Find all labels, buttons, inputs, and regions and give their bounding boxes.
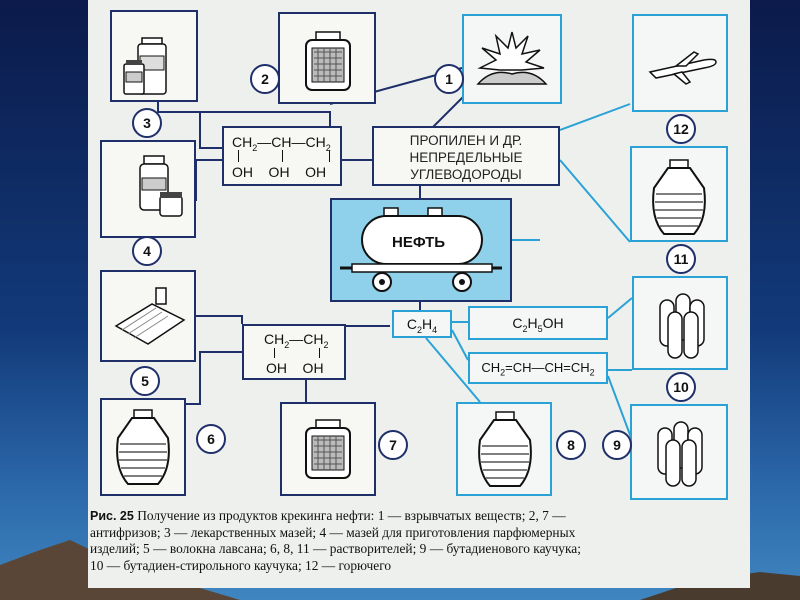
caption-line-1: Рис. 25 Получение из продуктов крекинга … bbox=[90, 508, 748, 525]
butadiene-box: CH2=CH—CH=CH2 bbox=[468, 352, 608, 384]
number-7: 7 bbox=[378, 430, 408, 460]
formula-sub: 2 bbox=[522, 323, 528, 334]
glycol-sub: 2 bbox=[284, 339, 290, 350]
figure-caption: Рис. 25 Получение из продуктов крекинга … bbox=[90, 508, 748, 574]
formula-part: C bbox=[512, 315, 523, 331]
formula-part: CH bbox=[481, 360, 501, 375]
caption-fig-label: Рис. 25 bbox=[90, 509, 134, 523]
propylene-box: ПРОПИЛЕН И ДР. НЕПРЕДЕЛЬНЫЕ УГЛЕВОДОРОДЫ bbox=[372, 126, 560, 186]
glycol-sub: 2 bbox=[323, 339, 329, 350]
formula-sub: 2 bbox=[500, 367, 506, 378]
caption-line-3: изделий; 5 — волокна лавсана; 6, 8, 11 —… bbox=[90, 541, 581, 556]
antifreeze-canister-icon bbox=[305, 419, 351, 479]
glycerol-bonds bbox=[238, 150, 330, 162]
oil-label: НЕФТЬ bbox=[392, 234, 446, 251]
propylene-line-3: УГЛЕВОДОРОДЫ bbox=[410, 167, 522, 182]
propylene-line-2: НЕПРЕДЕЛЬНЫЕ bbox=[409, 150, 523, 165]
explosion-icon bbox=[476, 31, 548, 85]
ethanol-box: C2H5OH bbox=[468, 306, 608, 340]
tank-car-icon bbox=[340, 207, 502, 292]
number-10: 10 bbox=[666, 372, 696, 402]
medicine-bottles-icon bbox=[123, 37, 167, 95]
fabric-roll-icon bbox=[114, 287, 186, 345]
glycol-bonds bbox=[274, 348, 320, 358]
number-5: 5 bbox=[130, 366, 160, 396]
antifreeze-canister-icon bbox=[305, 31, 351, 91]
glycerol-sub: 2 bbox=[252, 142, 258, 153]
number-8: 8 bbox=[556, 430, 586, 460]
glycerol-formula: CH2—CH—CH2 OH OH OH bbox=[222, 126, 342, 186]
formula-sub: 5 bbox=[537, 323, 543, 334]
ethylene-box: C2H4 bbox=[392, 310, 452, 338]
caption-line-4: 10 — бутадиен-стирольного каучука; 12 — … bbox=[90, 557, 392, 573]
rubber-rolls-icon bbox=[659, 293, 705, 359]
jug-icon bbox=[652, 159, 706, 235]
formula-sub: 2 bbox=[589, 367, 595, 378]
number-9: 9 bbox=[602, 430, 632, 460]
number-11: 11 bbox=[666, 244, 696, 274]
formula-part: C bbox=[406, 316, 417, 332]
glycerol-part: —CH—CH bbox=[257, 134, 326, 150]
oil-center-box: НЕФТЬ bbox=[330, 198, 512, 302]
glycerol-top: CH2—CH—CH2 bbox=[232, 134, 340, 153]
glycol-part: CH bbox=[264, 331, 285, 347]
number-2: 2 bbox=[250, 64, 280, 94]
number-4: 4 bbox=[132, 236, 162, 266]
formula-part: H bbox=[422, 316, 433, 332]
formula-sub: 2 bbox=[416, 324, 422, 335]
formula-sub: 4 bbox=[432, 324, 438, 335]
jug-icon bbox=[478, 411, 532, 487]
formula-part: OH bbox=[542, 315, 564, 331]
cream-jars-icon bbox=[139, 155, 183, 217]
airplane-icon bbox=[648, 51, 717, 85]
formula-part: H bbox=[527, 315, 538, 331]
number-12: 12 bbox=[666, 114, 696, 144]
caption-line-2: антифризов; 3 — лекарственных мазей; 4 —… bbox=[90, 524, 576, 540]
number-1: 1 bbox=[434, 64, 464, 94]
glycol-top: CH2—CH2 bbox=[264, 331, 344, 350]
number-6: 6 bbox=[196, 424, 226, 454]
glycerol-bottom: OH OH OH bbox=[232, 164, 327, 180]
rubber-rolls-icon bbox=[657, 421, 703, 487]
formula-part: =CH—CH=CH bbox=[505, 360, 590, 375]
glycol-bottom: OH OH bbox=[266, 360, 324, 376]
caption-text: Получение из продуктов крекинга нефти: 1… bbox=[137, 508, 566, 523]
jug-icon bbox=[116, 409, 170, 485]
propylene-line-1: ПРОПИЛЕН И ДР. bbox=[409, 133, 523, 148]
glycol-part: —CH bbox=[289, 331, 324, 347]
number-3: 3 bbox=[132, 108, 162, 138]
glycerol-sub: 2 bbox=[325, 142, 331, 153]
glycerol-part: CH bbox=[232, 134, 253, 150]
glycol-formula: CH2—CH2 OH OH bbox=[242, 324, 346, 380]
